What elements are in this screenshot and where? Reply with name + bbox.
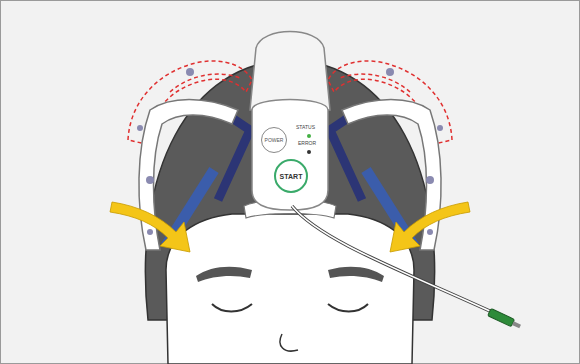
pad-dot: [186, 68, 194, 76]
cable-core: [292, 206, 492, 312]
device-body: [252, 100, 328, 211]
pad-dot: [146, 176, 154, 184]
status-led: [307, 134, 311, 138]
indicator-label: STATUS: [296, 124, 315, 130]
closed-eye: [212, 304, 252, 312]
motion-arrow: [390, 202, 470, 252]
dashed-arm: [170, 74, 240, 92]
cable: [292, 206, 492, 312]
nose: [280, 334, 298, 351]
pad-dot: [147, 229, 153, 235]
connector: [488, 308, 522, 330]
error-led: [307, 150, 311, 154]
motion-arrow: [110, 202, 190, 252]
indicator-label: ERROR: [298, 140, 316, 146]
button-label: START: [280, 173, 303, 180]
device-top: [250, 32, 330, 111]
button-label: POWER: [265, 137, 284, 143]
arm-shell: [139, 100, 238, 251]
connector-body: [488, 308, 515, 326]
button-circle: POWER: [261, 127, 287, 153]
connector-tip: [512, 321, 521, 328]
closed-eye: [328, 304, 368, 312]
face: [166, 214, 414, 364]
eyebrow: [196, 267, 252, 282]
pad-dot: [137, 125, 143, 131]
inner-strap: [218, 118, 250, 200]
button-circle: START: [274, 159, 308, 193]
eyebrow: [328, 267, 384, 282]
